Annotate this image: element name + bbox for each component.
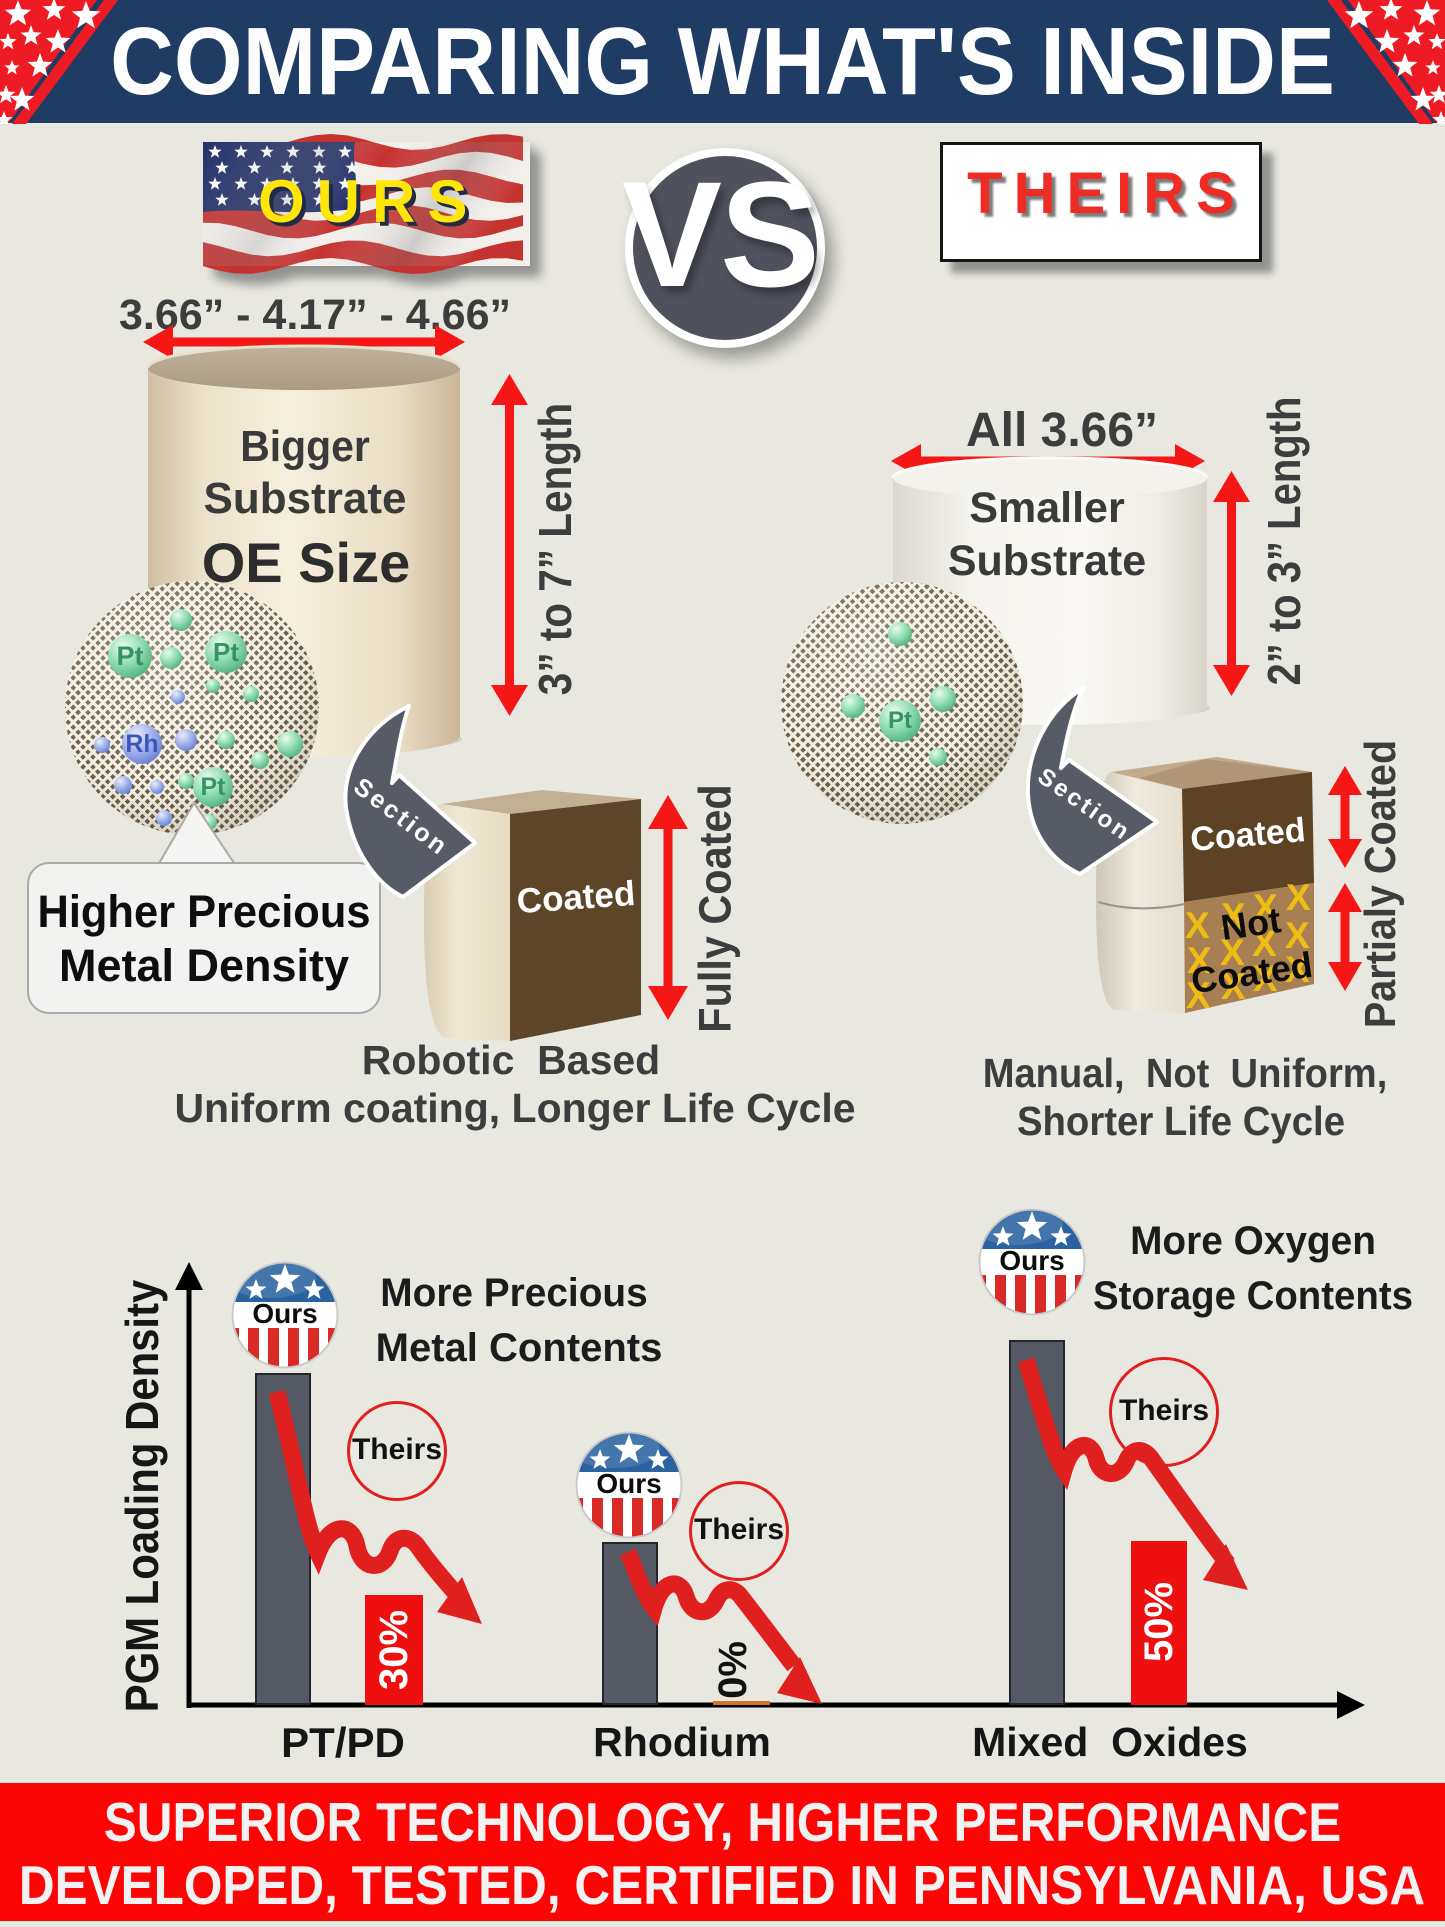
svg-text:X: X xyxy=(1285,949,1310,990)
svg-text:X: X xyxy=(1221,966,1246,1007)
svg-text:X: X xyxy=(1186,975,1211,1016)
svg-text:X: X xyxy=(1187,940,1212,981)
svg-text:Ours: Ours xyxy=(252,1298,317,1329)
svg-text:Coated: Coated xyxy=(515,874,636,921)
svg-text:Ours: Ours xyxy=(596,1468,661,1499)
svg-text:Not: Not xyxy=(1218,899,1283,948)
svg-text:X: X xyxy=(1220,932,1245,973)
svg-text:OURS: OURS xyxy=(258,168,479,235)
svg-text:X: X xyxy=(1285,915,1310,956)
svg-text:Ours: Ours xyxy=(999,1245,1064,1276)
svg-text:X: X xyxy=(1221,896,1246,937)
svg-text:X: X xyxy=(1252,923,1277,964)
svg-text:X: X xyxy=(1185,905,1210,946)
svg-text:X: X xyxy=(1253,958,1278,999)
svg-text:X: X xyxy=(1253,887,1278,928)
svg-text:OURS: OURS xyxy=(262,172,483,239)
svg-text:X: X xyxy=(1286,877,1311,918)
